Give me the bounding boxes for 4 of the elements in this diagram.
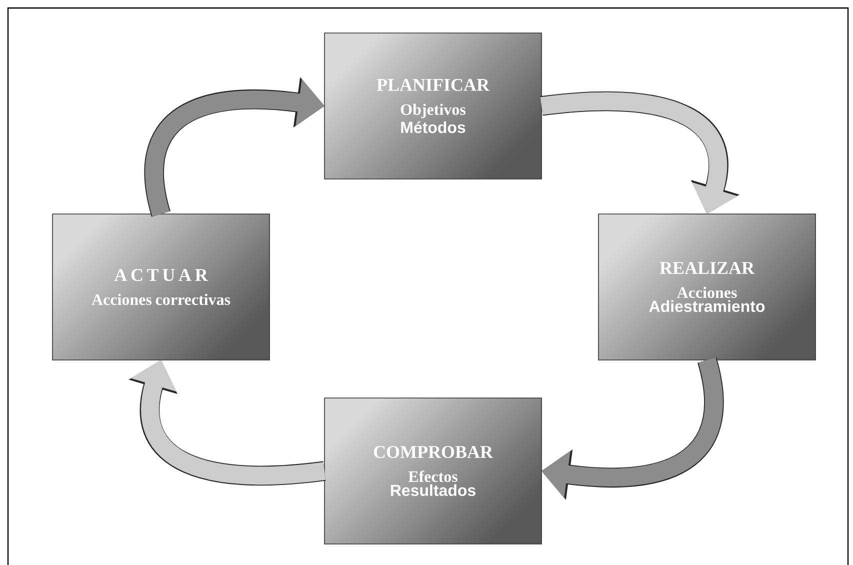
process-box: A C T U A R Acciones correctivas [52, 214, 270, 360]
process-box: REALIZAR Acciones Adiestramiento [598, 214, 816, 360]
process-box: PLANIFICAR Objetivos Métodos [324, 32, 542, 180]
process-box: COMPROBAR Efectos Resultados [324, 398, 542, 544]
